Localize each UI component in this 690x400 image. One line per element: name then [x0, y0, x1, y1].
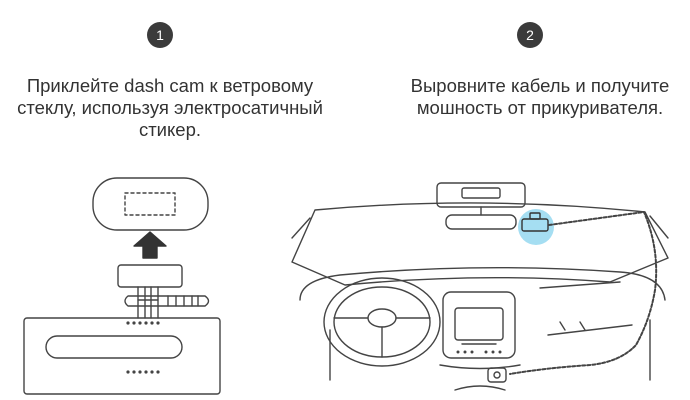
dashboard: [299, 266, 666, 301]
cigarette-lighter-plug: [487, 367, 507, 383]
car-interior-illustration: [291, 182, 669, 391]
electrostatic-sticker: [92, 177, 209, 231]
windshield: [291, 202, 669, 286]
power-cable-route: [509, 211, 658, 375]
sticker-illustration: [92, 177, 209, 231]
dash-cam-screen: [45, 335, 183, 359]
dash-cam-illustration: [23, 264, 221, 395]
step-1-number-badge: 1: [147, 22, 173, 48]
step-1-instruction: Приклейте dash cam к ветровому стеклу, и…: [17, 75, 323, 140]
center-console: [442, 291, 516, 359]
sticker-dashed-area: [124, 192, 176, 216]
glovebox: [547, 321, 633, 336]
step-2-number-badge: 2: [517, 22, 543, 48]
steering-wheel: [323, 277, 441, 367]
mount-plate: [117, 264, 183, 288]
mounted-dash-cam-highlight: [518, 209, 554, 245]
up-arrow-icon: [133, 231, 167, 259]
dash-cam-body: [23, 317, 221, 395]
infotainment-screen: [454, 307, 504, 341]
step-2-instruction: Выровните кабель и получите мошность от …: [410, 75, 670, 118]
